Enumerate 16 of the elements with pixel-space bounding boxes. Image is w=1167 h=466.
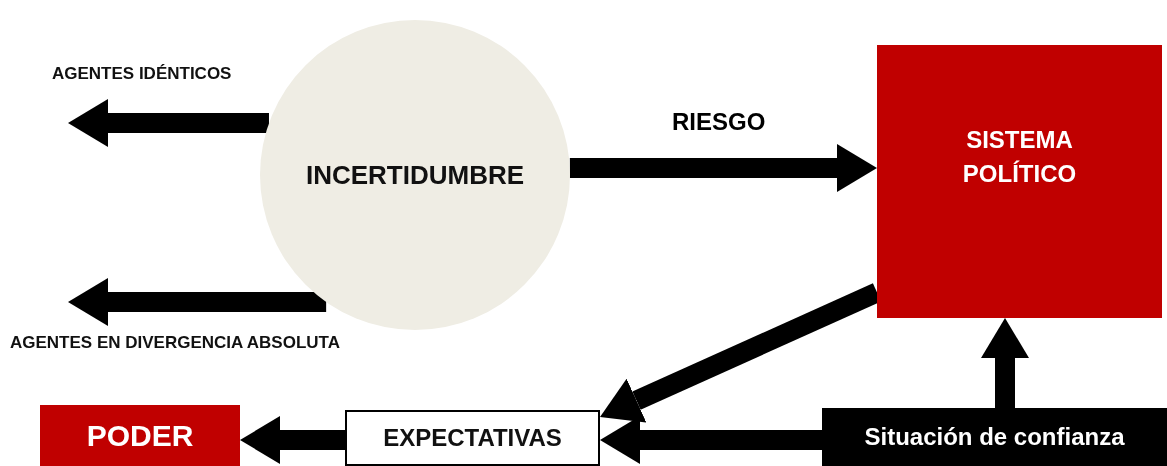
process-box [822, 408, 1167, 466]
node-label: SISTEMA POLÍTICO [961, 124, 1078, 189]
process-box [345, 410, 600, 466]
process-box [877, 45, 1162, 318]
node-label: PODER [86, 417, 194, 454]
arrow [240, 416, 345, 464]
node-label: EXPECTATIVAS [383, 423, 562, 454]
arrow [68, 278, 327, 326]
annotation-label: AGENTES IDÉNTICOS [52, 64, 232, 84]
process-box [40, 405, 240, 466]
arrow [68, 99, 269, 147]
node-label: Situación de confianza [864, 422, 1125, 453]
node-label: INCERTIDUMBRE [305, 158, 525, 192]
arrow [569, 144, 877, 192]
arrow [981, 318, 1029, 408]
annotation-label: AGENTES EN DIVERGENCIA ABSOLUTA [10, 333, 340, 353]
